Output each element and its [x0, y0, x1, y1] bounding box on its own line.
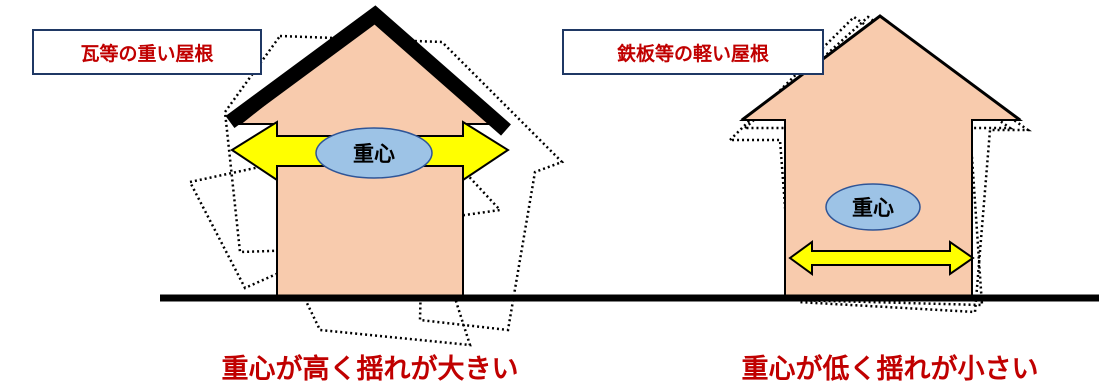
light-roof-house: 重心 [726, 14, 1032, 314]
sway-outline-right [223, 34, 565, 332]
center-of-gravity [315, 127, 433, 179]
light-roof-label: 鉄板等の軽い屋根 [562, 29, 824, 75]
sway-outline-right [741, 15, 1032, 314]
center-of-gravity [825, 183, 921, 231]
heavy-roof-house: 重心 [188, 5, 565, 347]
sway-arrow [788, 240, 975, 276]
cog-label: 重心 [852, 196, 894, 220]
light-roof [741, 14, 1021, 122]
heavy-roof-caption: 重心が高く揺れが大きい [221, 354, 519, 385]
cog-label: 重心 [353, 142, 395, 166]
heavy-roof-label: 瓦等の重い屋根 [32, 29, 262, 75]
light-roof-caption: 重心が低く揺れが小さい [741, 354, 1039, 385]
heavy-roof [225, 5, 511, 136]
